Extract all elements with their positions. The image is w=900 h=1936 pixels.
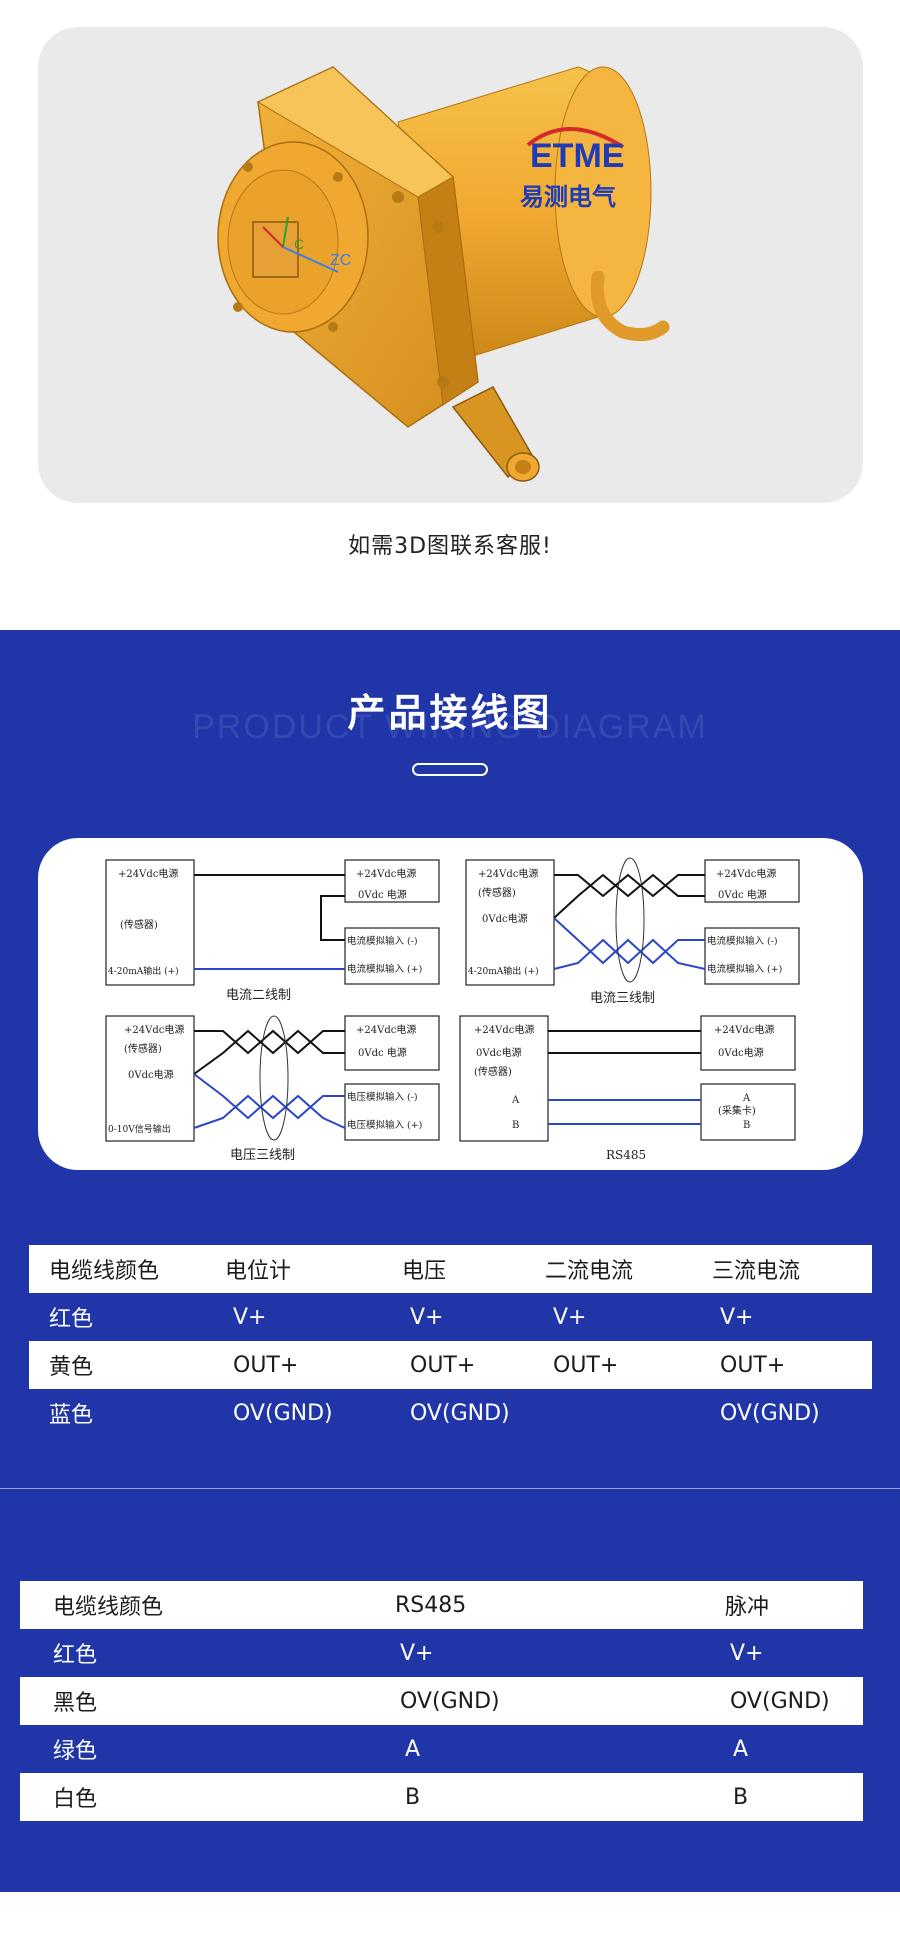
d1-sensor: (传感器) xyxy=(120,918,158,931)
table-header-cell: 电压 xyxy=(402,1259,447,1284)
table-cell: OUT+ xyxy=(233,1352,299,1378)
axis-label-c: C xyxy=(294,236,304,252)
d4-card: (采集卡) xyxy=(718,1104,756,1117)
d2-cur-in-pos: 电流模拟输入 (+) xyxy=(707,963,782,975)
cable-color-table-digital: 电缆线颜色 RS485 脉冲 红色 V+ V+ 黑色 OV(GND) OV(GN… xyxy=(20,1581,863,1821)
table-row: 白色 B B xyxy=(20,1773,863,1821)
table-cell: B xyxy=(405,1784,421,1810)
d2-cur-in-neg: 电流模拟输入 (-) xyxy=(707,935,778,947)
product-render-card: ZC C ETME 易测电气 xyxy=(38,27,863,503)
table-row: 红色 V+ V+ xyxy=(20,1629,863,1677)
table-row: 黄色 OUT+ OUT+ OUT+ OUT+ xyxy=(29,1341,872,1389)
table-cell: V+ xyxy=(410,1304,444,1330)
table-cell: B xyxy=(733,1784,749,1810)
table-cell: OUT+ xyxy=(410,1352,476,1378)
table-cell: A xyxy=(733,1736,749,1762)
table-cell: OV(GND) xyxy=(410,1400,510,1426)
axis-label-zc: ZC xyxy=(330,252,351,269)
d4-sensor: (传感器) xyxy=(474,1065,512,1078)
table-cell: V+ xyxy=(400,1640,434,1666)
table-cell: V+ xyxy=(553,1304,587,1330)
table-cell: A xyxy=(405,1736,421,1762)
table-cell: 蓝色 xyxy=(49,1403,94,1428)
section-divider xyxy=(0,1488,900,1489)
d1-cur-in-pos: 电流模拟输入 (+) xyxy=(347,963,422,975)
title-decoration-pill xyxy=(412,763,488,776)
label-two-wire-current: 电流二线制 xyxy=(226,988,291,1003)
table-header-row: 电缆线颜色 电位计 电压 二流电流 三流电流 xyxy=(29,1245,872,1293)
section-subtitle: PRODUCT WIRING DIAGRAM xyxy=(192,708,708,746)
d3-host-24v: +24Vdc电源 xyxy=(356,1023,416,1036)
d1-power-24v: +24Vdc电源 xyxy=(118,867,178,880)
d2-host-24v: +24Vdc电源 xyxy=(716,867,776,880)
d2-power-0v: 0Vdc电源 xyxy=(482,912,528,925)
d4-host-24v: +24Vdc电源 xyxy=(714,1023,774,1036)
table-header-cell: 电位计 xyxy=(225,1259,292,1284)
table-row: 黑色 OV(GND) OV(GND) xyxy=(20,1677,863,1725)
label-three-wire-voltage: 电压三线制 xyxy=(230,1148,295,1163)
d4-power-24v: +24Vdc电源 xyxy=(474,1023,534,1036)
table-row: 蓝色 OV(GND) OV(GND) OV(GND) xyxy=(29,1389,872,1437)
table-cell: 黑色 xyxy=(53,1691,98,1716)
table-cell: OV(GND) xyxy=(720,1400,820,1426)
d2-power-24v: +24Vdc电源 xyxy=(478,867,538,880)
table-header-cell: 二流电流 xyxy=(545,1259,634,1284)
table-cell: 黄色 xyxy=(49,1355,94,1380)
d1-host-0v: 0Vdc 电源 xyxy=(358,888,407,901)
section-title: 产品接线图 xyxy=(347,691,553,735)
table-cell: OUT+ xyxy=(553,1352,619,1378)
table-cell: V+ xyxy=(730,1640,764,1666)
d4-label-b: B xyxy=(512,1120,519,1131)
table-header-cell: RS485 xyxy=(395,1592,467,1618)
d4-card-a: A xyxy=(742,1093,751,1104)
wiring-section: PRODUCT WIRING DIAGRAM 产品接线图 xyxy=(0,630,900,1892)
table-row: 绿色 A A xyxy=(20,1725,863,1773)
table-header-cell: 脉冲 xyxy=(725,1595,770,1620)
table-cell: OUT+ xyxy=(720,1352,786,1378)
d2-host-0v: 0Vdc 电源 xyxy=(718,888,767,901)
table-cell: V+ xyxy=(233,1304,267,1330)
d2-current-out: 4-20mA输出 (+) xyxy=(468,965,539,977)
table-cell: OV(GND) xyxy=(400,1688,500,1714)
d4-card-b: B xyxy=(743,1120,750,1131)
table-header-cell: 电缆线颜色 xyxy=(53,1595,164,1620)
cable-color-table-analog: 电缆线颜色 电位计 电压 二流电流 三流电流 红色 V+ V+ V+ V+ 黄色… xyxy=(29,1245,872,1437)
d3-voltage-out: 0-10V信号输出 xyxy=(108,1123,171,1135)
label-three-wire-current: 电流三线制 xyxy=(590,991,655,1006)
d4-host-0v: 0Vdc电源 xyxy=(718,1046,764,1059)
table-header-row: 电缆线颜色 RS485 脉冲 xyxy=(20,1581,863,1629)
table-cell: OV(GND) xyxy=(233,1400,333,1426)
d4-power-0v: 0Vdc电源 xyxy=(476,1046,522,1059)
table-row: 红色 V+ V+ V+ V+ xyxy=(29,1293,872,1341)
table-cell: 绿色 xyxy=(53,1739,98,1764)
brand-logo-text: ETME xyxy=(530,137,624,175)
contact-caption: 如需3D图联系客服! xyxy=(348,534,552,559)
table-cell: V+ xyxy=(720,1304,754,1330)
table-cell: OV(GND) xyxy=(730,1688,830,1714)
table-cell: 红色 xyxy=(49,1307,94,1332)
table-header-cell: 电缆线颜色 xyxy=(49,1259,160,1284)
page-bottom-spacer xyxy=(0,1892,900,1936)
d1-cur-in-neg: 电流模拟输入 (-) xyxy=(347,935,418,947)
label-rs485: RS485 xyxy=(606,1148,646,1162)
d4-label-a: A xyxy=(511,1095,520,1106)
table-cell: 白色 xyxy=(53,1787,98,1812)
d3-power-24v: +24Vdc电源 xyxy=(124,1023,184,1036)
d1-current-out: 4-20mA输出 (+) xyxy=(108,965,179,977)
d1-host-24v: +24Vdc电源 xyxy=(356,867,416,880)
d3-volt-in-pos: 电压模拟输入 (+) xyxy=(347,1119,422,1131)
table-cell: 红色 xyxy=(53,1643,98,1668)
wiring-diagram: +24Vdc电源 (传感器) 4-20mA输出 (+) +24Vdc电源 0Vd… xyxy=(105,857,800,1163)
d3-sensor: (传感器) xyxy=(124,1042,162,1055)
table-header-cell: 三流电流 xyxy=(712,1259,801,1284)
d2-sensor: (传感器) xyxy=(478,886,516,899)
brand-logo-cn: 易测电气 xyxy=(520,183,616,211)
wiring-diagram-card: +24Vdc电源 (传感器) 4-20mA输出 (+) +24Vdc电源 0Vd… xyxy=(38,838,863,1170)
encoder-render-illustration: ZC C ETME 易测电气 xyxy=(217,66,670,482)
product-image-section: ZC C ETME 易测电气 如需3D图联系客服! xyxy=(0,0,900,630)
d3-host-0v: 0Vdc 电源 xyxy=(358,1046,407,1059)
d3-volt-in-neg: 电压模拟输入 (-) xyxy=(347,1091,418,1103)
d3-power-0v: 0Vdc电源 xyxy=(128,1068,174,1081)
